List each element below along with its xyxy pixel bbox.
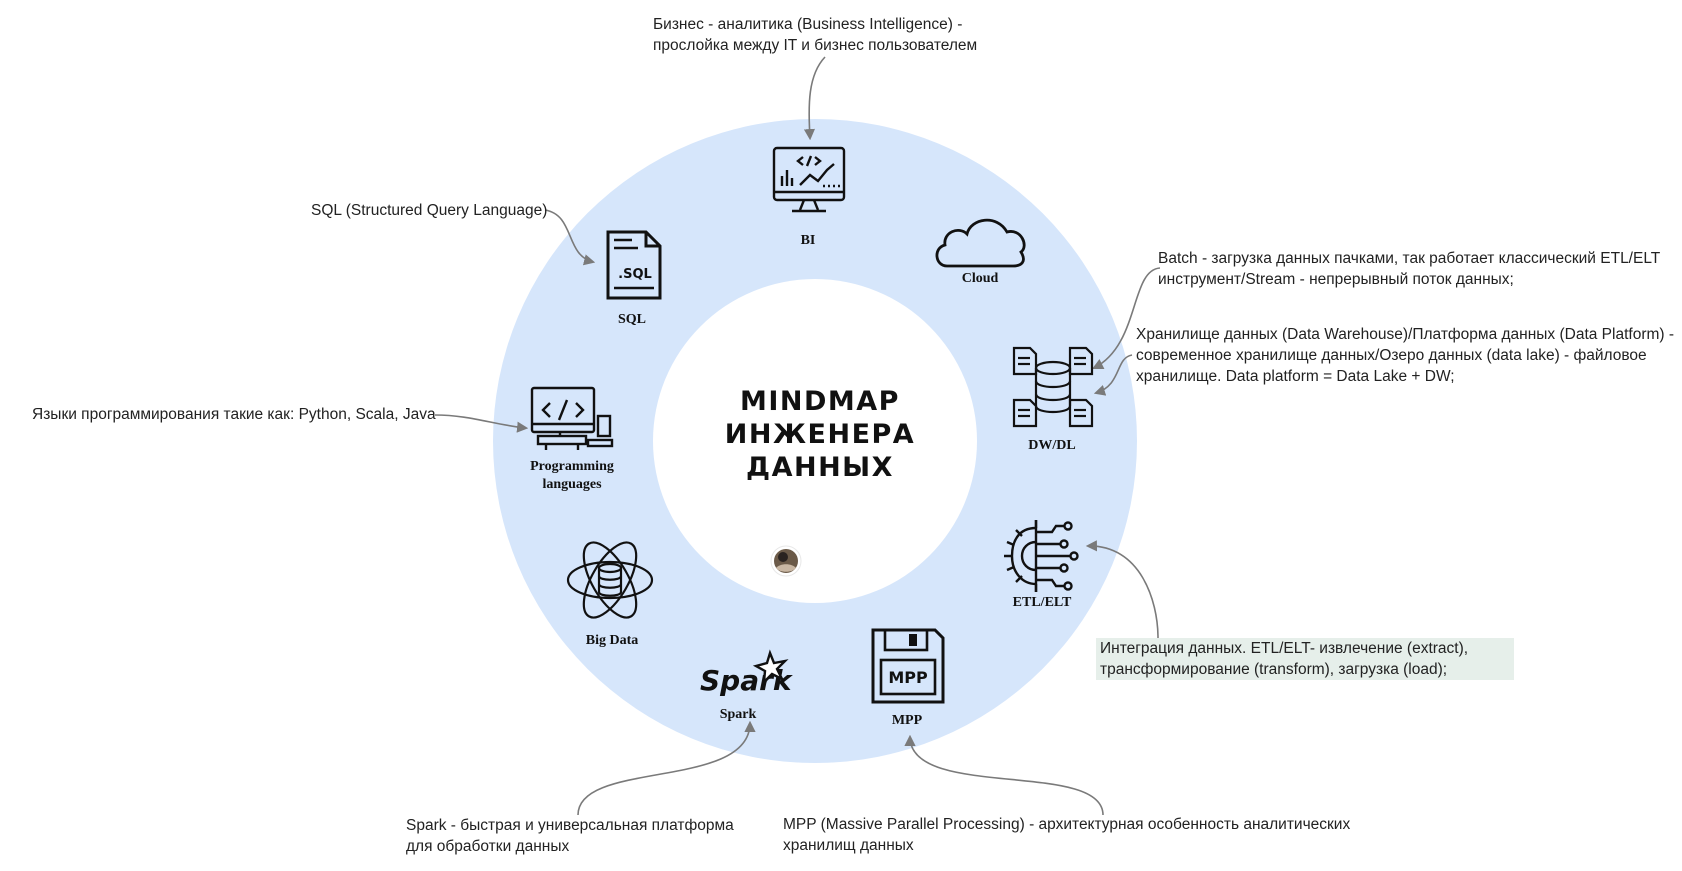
note-batch[interactable]: Batch - загрузка данных пачками, так раб… [1158, 248, 1660, 290]
cloud-icon [935, 218, 1026, 268]
node-label-bigdata: Big Data [585, 633, 639, 648]
title-line-2: ИНЖЕНЕРА [724, 419, 916, 450]
note-etl-line-2: трансформирование (transform), загрузка … [1100, 661, 1448, 678]
note-bi[interactable]: Бизнес - аналитика (Business Intelligenc… [653, 14, 977, 56]
node-label-programming-1: Programming [530, 459, 614, 474]
sql-file-icon: .SQL [606, 230, 662, 300]
note-mpp-line-2: хранилищ данных [783, 837, 914, 854]
note-etl-line-1: Интеграция данных. ETL/ELT- извлечение (… [1100, 640, 1469, 657]
note-dw-line-2: современное хранилище данных/Озеро данны… [1136, 347, 1647, 364]
node-label-dwdl: DW/DL [1028, 438, 1076, 453]
avatar[interactable] [770, 545, 802, 577]
code-monitor-icon [530, 386, 614, 450]
node-label-spark: Spark [719, 707, 757, 722]
note-bi-line-1: Бизнес - аналитика (Business Intelligenc… [653, 16, 963, 33]
note-bi-line-2: прослойка между IT и бизнес пользователе… [653, 37, 978, 54]
note-spark[interactable]: Spark - быстрая и универсальная платформ… [406, 815, 734, 857]
monitor-chart-icon [772, 146, 846, 213]
node-label-cloud: Cloud [961, 271, 999, 286]
note-dw[interactable]: Хранилище данных (Data Warehouse)/Платфо… [1136, 324, 1674, 387]
node-label-bi: BI [800, 233, 816, 248]
node-label-sql: SQL [617, 312, 646, 327]
note-etl[interactable]: Интеграция данных. ETL/ELT- извлечение (… [1096, 638, 1514, 680]
center-circle [653, 279, 977, 603]
node-label-programming: Programming languages [510, 458, 634, 494]
connector-bi [803, 56, 826, 141]
note-sql[interactable]: SQL (Structured Query Language) [311, 200, 547, 221]
note-mpp[interactable]: MPP (Massive Parallel Processing) - архи… [783, 814, 1350, 856]
note-sql-line-1: SQL (Structured Query Language) [311, 202, 548, 219]
gear-network-icon [1004, 520, 1079, 592]
note-mpp-line-1: MPP (Massive Parallel Processing) - архи… [783, 816, 1351, 833]
connector-mpp [904, 734, 1104, 816]
center-title: MINDMAP ИНЖЕНЕРА ДАННЫХ [690, 385, 950, 484]
connector-sql [544, 209, 596, 266]
spark-logo-icon: Spark [700, 649, 794, 697]
connector-spark [577, 720, 756, 816]
connector-batch [1091, 267, 1161, 370]
spark-logo-text: Spark [700, 664, 794, 697]
note-dw-line-3: хранилище. Data platform = Data Lake + D… [1136, 368, 1455, 385]
floppy-mpp-icon: MPP [871, 628, 945, 704]
note-batch-line-1: Batch - загрузка данных пачками, так раб… [1158, 250, 1661, 267]
mpp-box-text: MPP [888, 668, 928, 687]
connectors [434, 56, 1161, 816]
note-spark-line-2: для обработки данных [406, 838, 570, 855]
connector-etl [1085, 540, 1159, 639]
note-prog[interactable]: Языки программирования такие как: Python… [32, 404, 436, 425]
note-dw-line-1: Хранилище данных (Data Warehouse)/Платфо… [1136, 326, 1675, 343]
database-documents-icon [1012, 346, 1094, 428]
node-label-programming-2: languages [542, 477, 602, 492]
connector-prog [434, 414, 529, 433]
sql-file-text: .SQL [618, 267, 652, 282]
atom-database-icon [566, 541, 654, 619]
note-prog-line-1: Языки программирования такие как: Python… [32, 406, 436, 423]
node-label-mpp: MPP [891, 713, 923, 728]
node-label-etl: ETL/ELT [1012, 595, 1072, 610]
note-batch-line-2: инструмент/Stream - непрерывный поток да… [1158, 271, 1514, 288]
title-line-3: ДАННЫХ [746, 452, 894, 483]
note-spark-line-1: Spark - быстрая и универсальная платформ… [406, 817, 734, 834]
title-line-1: MINDMAP [740, 386, 900, 417]
connector-dw [1093, 354, 1133, 396]
